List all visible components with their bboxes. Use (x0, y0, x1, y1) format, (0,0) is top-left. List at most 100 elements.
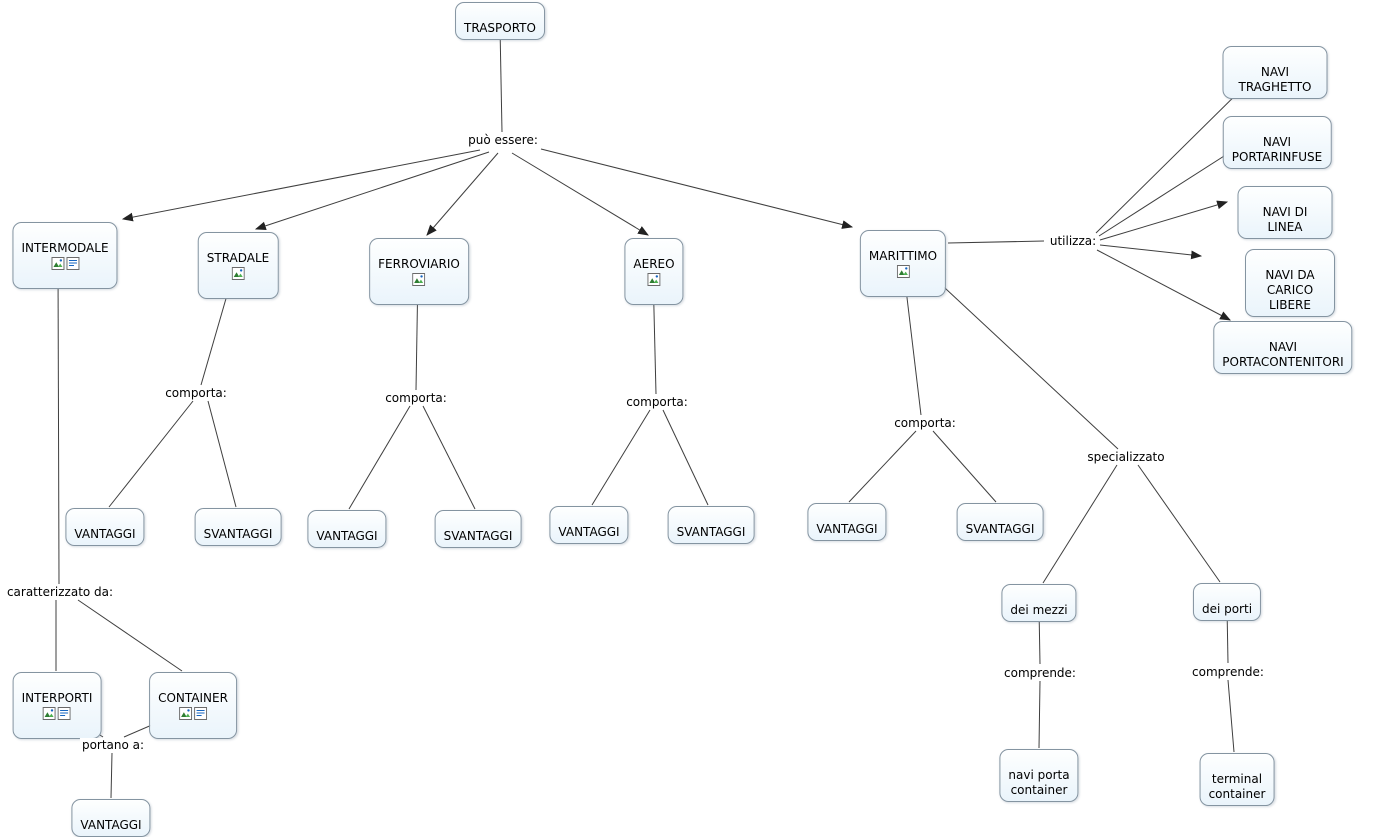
concept-node-vantaggi-aereo[interactable]: VANTAGGI (549, 506, 629, 544)
resource-icons (633, 273, 674, 286)
linking-phrase-specializzato[interactable]: specializzato (1085, 450, 1167, 464)
edge-puoessere-stradale (254, 151, 490, 231)
image-resource-icon[interactable] (50, 257, 64, 270)
node-label: VANTAGGI (558, 525, 620, 539)
resource-icons (22, 707, 93, 720)
node-label: INTERMODALE (21, 241, 109, 255)
edge-comporta2-svantaggi (422, 405, 476, 510)
edge-specializzato-deiporti (1137, 464, 1221, 583)
note-resource-icon[interactable] (194, 707, 207, 720)
resource-icons (158, 707, 228, 720)
edge-puoessere-aereo (511, 152, 649, 236)
edge-portanoa-vantaggi (110, 752, 113, 799)
concept-node-dei-mezzi[interactable]: dei mezzi (1001, 584, 1077, 622)
edge-comporta3-svantaggi (662, 409, 709, 506)
concept-node-trasporto[interactable]: TRASPORTO (455, 2, 545, 40)
concept-node-navi-portarinfuse[interactable]: NAVI PORTARINFUSE (1222, 116, 1332, 169)
image-resource-icon[interactable] (179, 707, 192, 720)
edge-intermodale-caratterizzato (57, 261, 60, 585)
linking-phrase-caratterizzato-da[interactable]: caratterizzato da: (4, 585, 116, 599)
concept-node-container[interactable]: CONTAINER (149, 672, 237, 739)
concept-node-stradale[interactable]: STRADALE (197, 232, 279, 299)
linking-phrase-portano-a[interactable]: portano a: (79, 738, 147, 752)
edge-comporta1-svantaggi (207, 400, 237, 508)
image-resource-icon[interactable] (43, 707, 56, 720)
node-label: NAVI DA CARICO LIBERE (1265, 268, 1315, 312)
node-label: VANTAGGI (816, 522, 878, 536)
note-resource-icon[interactable] (58, 707, 71, 720)
node-label: dei mezzi (1010, 603, 1068, 617)
concept-node-svantaggi-marittimo[interactable]: SVANTAGGI (956, 503, 1044, 541)
node-label: VANTAGGI (316, 529, 378, 543)
image-resource-icon[interactable] (647, 273, 661, 286)
resource-icons (378, 273, 460, 286)
concept-node-marittimo[interactable]: MARITTIMO (859, 230, 947, 297)
node-label: SVANTAGGI (965, 522, 1035, 536)
concept-node-vantaggi-ferroviario[interactable]: VANTAGGI (307, 510, 387, 548)
linking-phrase-comprende-mezzi[interactable]: comprende: (1002, 666, 1078, 680)
edge-puoessere-intermodale (121, 149, 481, 222)
edge-caratterizzato-container (77, 599, 183, 672)
node-label: STRADALE (206, 251, 270, 265)
linking-phrase-comporta-stradale[interactable]: comporta: (163, 386, 229, 400)
concept-node-navi-porta-container[interactable]: navi porta container (999, 749, 1079, 802)
resource-icons (869, 265, 937, 278)
node-label: SVANTAGGI (203, 527, 273, 541)
image-resource-icon[interactable] (412, 273, 426, 286)
edge-comporta4-vantaggi (848, 430, 917, 503)
linking-phrase-utilizza[interactable]: utilizza: (1047, 234, 1099, 248)
node-label: NAVI TRAGHETTO (1238, 65, 1312, 94)
node-label: MARITTIMO (868, 249, 938, 263)
note-resource-icon[interactable] (65, 257, 79, 270)
concept-node-svantaggi-ferroviario[interactable]: SVANTAGGI (434, 510, 522, 548)
concept-node-dei-porti[interactable]: dei porti (1192, 583, 1262, 621)
linking-phrase-comporta-marittimo[interactable]: comporta: (892, 416, 958, 430)
concept-node-terminal-container[interactable]: terminal container (1199, 753, 1275, 806)
linking-phrase-comporta-ferroviario[interactable]: comporta: (383, 391, 449, 405)
node-label: INTERPORTI (21, 691, 93, 705)
image-resource-icon[interactable] (896, 265, 910, 278)
concept-node-navi-portacontenitori[interactable]: NAVI PORTACONTENITORI (1213, 321, 1353, 374)
linking-phrase-comporta-aereo[interactable]: comporta: (624, 395, 690, 409)
edge-utilizza-navidilinea (1099, 200, 1229, 241)
concept-node-interporti[interactable]: INTERPORTI (12, 672, 102, 739)
concept-node-navi-da-carico-libere[interactable]: NAVI DA CARICO LIBERE (1245, 249, 1335, 317)
linking-phrase-puo-essere[interactable]: può essere: (466, 133, 540, 147)
edge-utilizza-navidacaricolibere (1099, 244, 1203, 260)
concept-node-vantaggi-stradale[interactable]: VANTAGGI (65, 508, 145, 546)
linking-phrase-comprende-porti[interactable]: comprende: (1190, 665, 1266, 679)
edge-specializzato-deimezzi (1042, 464, 1118, 584)
edge-comprende2-terminalcontainer (1227, 679, 1235, 753)
concept-node-vantaggi-marittimo[interactable]: VANTAGGI (807, 503, 887, 541)
node-label: AEREO (633, 257, 675, 271)
edge-comporta2-vantaggi (348, 405, 411, 510)
concept-node-aereo[interactable]: AEREO (624, 238, 684, 305)
edge-utilizza-naviportacontenitori (1096, 249, 1231, 321)
edge-comporta1-vantaggi (108, 400, 194, 508)
concept-node-svantaggi-stradale[interactable]: SVANTAGGI (194, 508, 282, 546)
node-label: VANTAGGI (80, 818, 142, 832)
node-label: terminal container (1208, 772, 1266, 801)
concept-node-navi-traghetto[interactable]: NAVI TRAGHETTO (1222, 46, 1328, 99)
resource-icons (207, 267, 270, 280)
node-label: TRASPORTO (464, 21, 536, 35)
edge-comporta3-vantaggi (591, 409, 651, 506)
concept-node-intermodale[interactable]: INTERMODALE (12, 222, 118, 289)
resource-icons (21, 257, 108, 270)
concept-node-svantaggi-aereo[interactable]: SVANTAGGI (667, 506, 755, 544)
image-resource-icon[interactable] (231, 267, 245, 280)
node-label: CONTAINER (158, 691, 228, 705)
edge-comporta4-svantaggi (932, 430, 997, 503)
concept-node-vantaggi-intermodale[interactable]: VANTAGGI (71, 799, 151, 837)
node-label: dei porti (1201, 602, 1253, 616)
edge-marittimo-utilizza (947, 240, 1045, 244)
concept-node-ferroviario[interactable]: FERROVIARIO (369, 238, 469, 305)
node-label: NAVI DI LINEA (1262, 205, 1308, 234)
concept-node-navi-di-linea[interactable]: NAVI DI LINEA (1237, 186, 1333, 239)
edge-puoessere-marittimo (540, 148, 854, 229)
edge-puoessere-ferroviario (426, 152, 499, 236)
node-label: SVANTAGGI (443, 529, 513, 543)
node-label: NAVI PORTACONTENITORI (1222, 340, 1344, 369)
node-label: SVANTAGGI (676, 525, 746, 539)
